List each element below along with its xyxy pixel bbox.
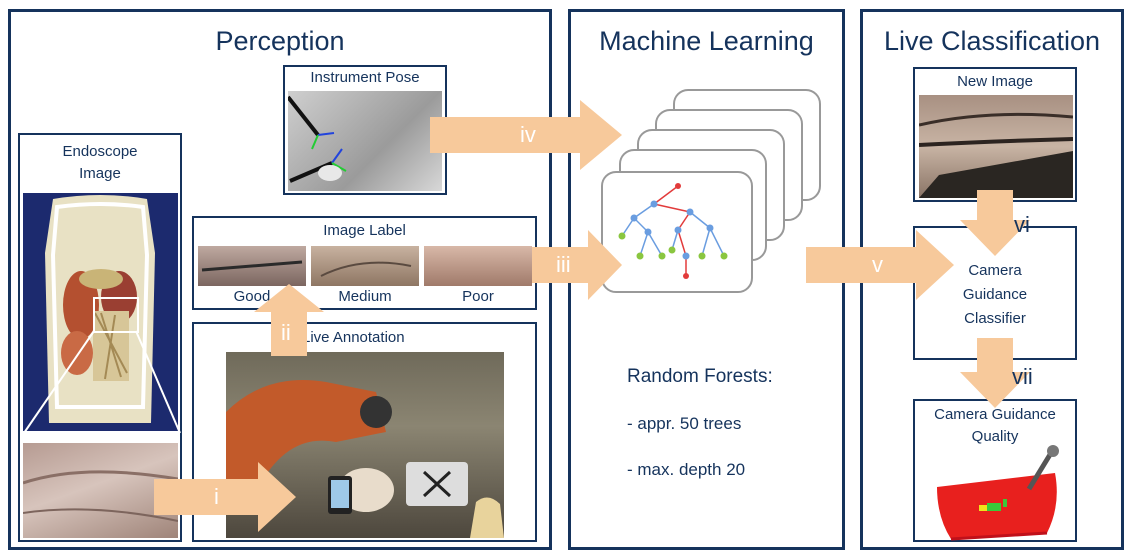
perception-title: Perception (215, 26, 345, 56)
label-poor: Poor (462, 288, 494, 305)
random-forest-stack (601, 89, 821, 293)
quality-line2: Quality (971, 428, 1019, 445)
arrow-v-label: v (872, 252, 883, 277)
instrument-pose-image (288, 91, 442, 191)
arrow-v (806, 230, 954, 300)
arrow-ii-label: ii (281, 320, 291, 345)
arrow-iv (430, 100, 622, 170)
label-image-good (198, 246, 306, 286)
endoscope-image-box: Endoscope Image (18, 133, 182, 542)
label-good: Good (233, 288, 271, 305)
endoscope-label-line1: Endoscope (62, 143, 138, 160)
zoom-rectangle (93, 297, 139, 333)
live-classification-title: Live Classification (883, 26, 1101, 56)
arrow-vi (960, 190, 1030, 256)
new-image-photo (919, 95, 1073, 198)
endoscope-zoom-image (23, 443, 178, 538)
new-image-box: New Image (913, 67, 1077, 202)
arrow-i (154, 462, 296, 532)
instrument-pose-box: Instrument Pose (283, 65, 447, 195)
arrow-iv-label: iv (520, 122, 536, 147)
arrow-iii-label: iii (556, 252, 571, 277)
quality-gauge (937, 445, 1059, 541)
classifier-line2: Guidance (962, 286, 1028, 303)
arrow-i-label: i (214, 484, 219, 509)
image-label-box: Image Label Good Medium Poor (192, 216, 537, 310)
zoom-lines (23, 330, 181, 434)
label-image-poor (424, 246, 532, 286)
machine-learning-title: Machine Learning (599, 26, 814, 56)
arrow-vii (960, 338, 1030, 408)
live-annotation-label: Live Annotation (302, 329, 405, 346)
instrument-pose-label: Instrument Pose (310, 69, 420, 86)
random-forests-trees: - appr. 50 trees (627, 414, 742, 433)
new-image-label: New Image (957, 73, 1033, 90)
image-label-title: Image Label (323, 222, 406, 239)
classifier-line3: Classifier (964, 310, 1026, 327)
random-forests-depth: - max. depth 20 (627, 460, 746, 479)
arrow-iii (532, 230, 622, 300)
classifier-line1: Camera (968, 262, 1022, 279)
random-forests-title: Random Forests: (627, 366, 773, 387)
arrow-ii (254, 284, 324, 356)
phantom-torso-image (23, 193, 178, 431)
arrow-vii-label: vii (1012, 364, 1033, 389)
quality-line1: Camera Guidance (934, 406, 1056, 423)
quality-box: Camera Guidance Quality (913, 399, 1077, 542)
label-image-medium (311, 246, 419, 286)
arrow-vi-label: vi (1014, 212, 1030, 237)
label-medium: Medium (338, 288, 392, 305)
endoscope-label-line2: Image (79, 165, 121, 182)
